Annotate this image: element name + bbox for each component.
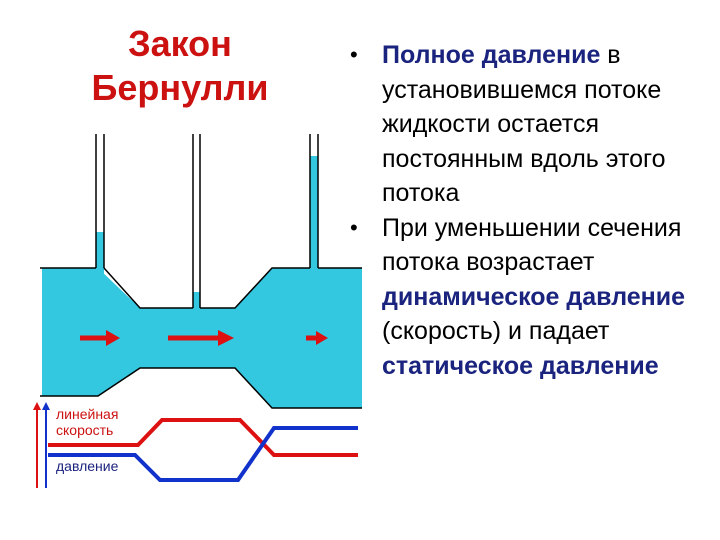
speed-label: линейная скорость xyxy=(56,406,146,438)
bullet-item-2: • При уменьшении сечения потока возраста… xyxy=(342,211,714,384)
channel-wall-top-3 xyxy=(200,267,310,309)
bullet-item-1: • Полное давление в установившемся поток… xyxy=(342,38,714,211)
bullet-2-text-1: При уменьшении сечения потока возрастает xyxy=(382,213,682,277)
bullet-2-bold-2: статическое давление xyxy=(382,351,659,380)
speed-label-line-1: линейная xyxy=(56,406,119,422)
bullet-list: • Полное давление в установившемся поток… xyxy=(342,38,714,383)
title-line-2: Бернулли xyxy=(91,67,269,108)
pressure-axis-arrow xyxy=(42,402,50,488)
speed-label-line-2: скорость xyxy=(56,422,114,438)
bullet-2-text-2: (скорость) и падает xyxy=(382,317,610,345)
flow-arrow-1 xyxy=(80,330,120,346)
bullet-1-bold: Полное давление xyxy=(382,41,601,69)
slide-title: Закон Бернулли xyxy=(60,22,300,110)
flow-arrow-3 xyxy=(306,331,328,345)
tube-3-water xyxy=(310,156,318,270)
channel-wall-bottom xyxy=(40,367,362,409)
pressure-line xyxy=(48,426,358,482)
tube-1-water xyxy=(96,232,104,292)
bullet-1-text: в установившемся потоке жидкости остаетс… xyxy=(382,41,666,207)
speed-line xyxy=(48,418,358,457)
title-line-1: Закон xyxy=(128,23,232,64)
pressure-label: давление xyxy=(56,458,119,474)
tube-2-water xyxy=(193,292,200,310)
speed-axis-arrow xyxy=(33,402,41,488)
flow-arrow-2 xyxy=(168,330,234,346)
bullet-dot-icon: • xyxy=(350,214,358,240)
bullet-dot-icon: • xyxy=(350,42,358,67)
bullet-2-bold-1: динамическое давление xyxy=(382,282,686,311)
channel-wall-top-2 xyxy=(103,267,193,309)
